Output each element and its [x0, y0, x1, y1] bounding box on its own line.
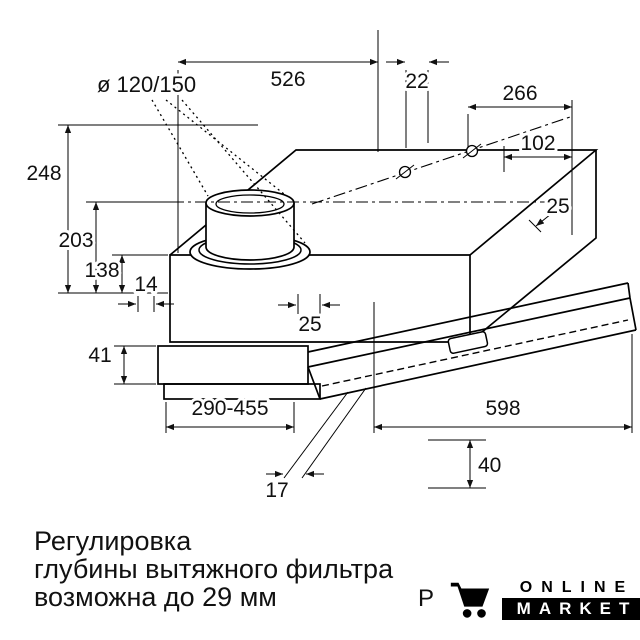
dim-label-102: 102 [520, 132, 555, 155]
cart-icon [447, 576, 493, 622]
dim-label-266: 266 [502, 82, 537, 105]
logo-text-bottom: MARKET [502, 598, 640, 620]
dim-label-25-mid: 25 [298, 313, 321, 336]
dim-label-14: 14 [134, 273, 158, 296]
center-lines [172, 116, 571, 205]
diameter-leader-lines [151, 99, 306, 244]
dim-label-248: 248 [26, 162, 61, 185]
hood-body-outline [157, 149, 637, 400]
filter-handle [447, 331, 489, 354]
dim-label-41: 41 [88, 344, 111, 367]
logo-text-top: ONLINE [519, 579, 635, 596]
dim-label-526: 526 [270, 68, 305, 91]
caption-line-3: возможна до 29 мм [34, 582, 277, 612]
dim-label-25-right: 25 [546, 195, 569, 218]
mounting-holes [395, 143, 482, 180]
dim-label-138: 138 [84, 259, 119, 282]
caption: Регулировка глубины вытяжного фильтра во… [34, 527, 393, 611]
dim-label-17: 17 [265, 479, 288, 502]
watermark-prefix: P [418, 585, 435, 612]
caption-line-2: глубины вытяжного фильтра [34, 554, 394, 584]
hood-technical-drawing: ø 120/150 526 22 266 102 25 248 203 138 … [26, 30, 637, 502]
dim-label-598: 598 [485, 397, 520, 420]
duct-collar [189, 189, 311, 270]
hidden-panel-edge [321, 319, 629, 387]
caption-line-1: Регулировка [34, 526, 192, 556]
extension-lines [58, 30, 633, 489]
dim-label-290-455: 290-455 [191, 397, 268, 420]
dim-label-22: 22 [405, 70, 428, 93]
dim-label-203: 203 [58, 229, 93, 252]
watermark-logo: P ONLINE MARKET [418, 576, 640, 622]
logo-text: ONLINE MARKET [502, 578, 640, 620]
dim-label-40: 40 [478, 454, 501, 477]
dimension-lines [64, 58, 632, 488]
dim-label-diameter: ø 120/150 [97, 72, 196, 97]
